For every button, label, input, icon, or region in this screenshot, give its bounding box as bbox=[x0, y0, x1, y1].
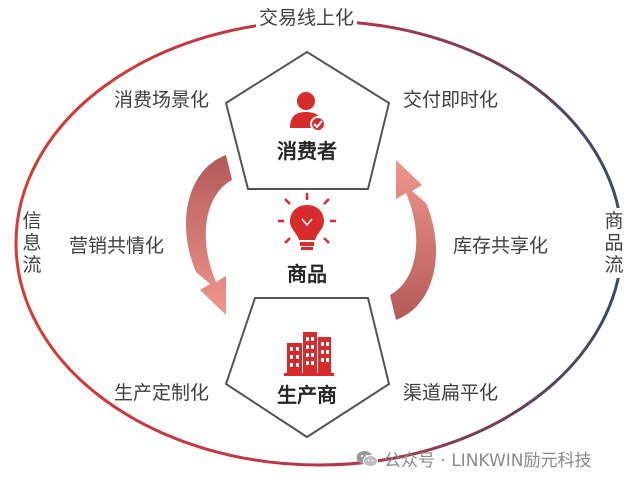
left-curved-arrow bbox=[186, 155, 232, 315]
corner-label-top-right: 交付即时化 bbox=[403, 89, 499, 111]
left-axis-label: 信息流 bbox=[21, 208, 43, 278]
right-axis-label: 商品流 bbox=[603, 208, 625, 278]
watermark-text: 公众号 · LINKWIN励元科技 bbox=[384, 451, 592, 471]
right-curved-arrow bbox=[390, 160, 436, 320]
producer-label: 生产商 bbox=[277, 383, 337, 407]
consumer-label: 消费者 bbox=[277, 139, 337, 163]
ring-title-label: 交易线上化 bbox=[256, 6, 358, 30]
side-label-left: 营销共情化 bbox=[69, 235, 165, 257]
watermark: 公众号 · LINKWIN励元科技 bbox=[356, 446, 592, 471]
user-check-icon bbox=[290, 92, 326, 132]
lightbulb-icon bbox=[278, 193, 336, 250]
wechat-icon bbox=[356, 450, 378, 467]
product-label: 商品 bbox=[287, 262, 327, 286]
corner-label-bottom-right: 渠道扁平化 bbox=[403, 382, 499, 404]
corner-label-bottom-left: 生产定制化 bbox=[114, 382, 210, 404]
factory-building-icon bbox=[284, 332, 334, 376]
corner-label-top-left: 消费场景化 bbox=[114, 89, 210, 111]
side-label-right: 库存共享化 bbox=[453, 235, 549, 257]
